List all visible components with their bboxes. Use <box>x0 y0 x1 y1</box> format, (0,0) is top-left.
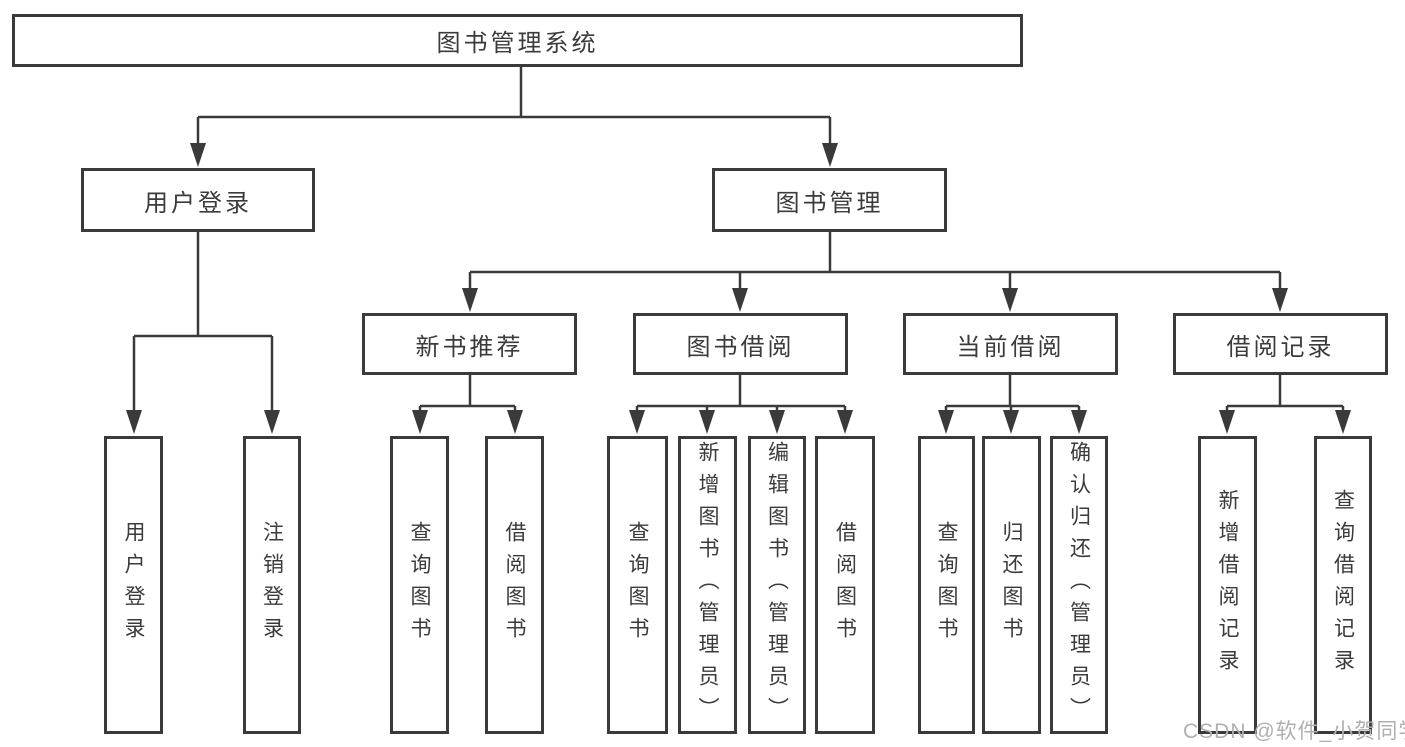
node-label: 新书推荐 <box>415 333 524 361</box>
connector-edge <box>635 375 847 424</box>
node-label: 查询图书 <box>626 521 649 649</box>
arrowhead-icon <box>822 143 838 167</box>
arrowhead-icon <box>629 410 645 434</box>
arrowhead-icon <box>264 410 280 434</box>
node-label: 新增借阅记录 <box>1216 489 1239 681</box>
connector-edge <box>196 67 832 157</box>
node-label: 借阅图书 <box>833 521 857 649</box>
arrowhead-icon <box>1002 288 1018 312</box>
node-br-query-record: 查询借阅记录 <box>1314 436 1372 734</box>
node-bb-borrow-books: 借阅图书 <box>815 436 875 734</box>
node-label: 图书借阅 <box>686 333 795 361</box>
connector-edge <box>418 375 517 424</box>
node-label: 用户登录 <box>122 521 145 649</box>
arrowhead-icon <box>126 410 142 434</box>
node-bb-query-books: 查询图书 <box>607 436 668 734</box>
arrowhead-icon <box>1335 410 1351 434</box>
arrowhead-icon <box>837 410 853 434</box>
node-label: 查询图书 <box>408 521 431 649</box>
arrowhead-icon <box>507 410 523 434</box>
node-current-borrowing: 当前借阅 <box>903 313 1118 375</box>
node-book-borrowing: 图书借阅 <box>633 313 848 375</box>
node-root: 图书管理系统 <box>12 14 1023 67</box>
node-label: 图书管理系统 <box>436 30 599 57</box>
node-label: 确认归还（管理员） <box>1067 441 1091 729</box>
arrowhead-icon <box>462 288 478 312</box>
arrowhead-icon <box>938 410 954 434</box>
node-ul-login: 用户登录 <box>104 436 163 734</box>
node-label: 新增图书（管理员） <box>696 441 719 729</box>
node-label: 编辑图书（管理员） <box>765 441 789 729</box>
arrowhead-icon <box>1219 410 1235 434</box>
node-cb-return-books: 归还图书 <box>982 436 1041 734</box>
node-label: 图书管理 <box>775 189 884 217</box>
arrowhead-icon <box>190 143 206 167</box>
arrowhead-icon <box>769 410 785 434</box>
node-borrowing-records: 借阅记录 <box>1173 313 1388 375</box>
connector-edge <box>1225 375 1345 424</box>
node-user-login: 用户登录 <box>81 168 315 232</box>
arrowhead-icon <box>1272 288 1288 312</box>
node-bb-add-books: 新增图书（管理员） <box>678 436 737 734</box>
node-nb-query-books: 查询图书 <box>390 436 449 734</box>
node-label: 借阅记录 <box>1226 333 1335 361</box>
node-label: 借阅图书 <box>503 521 526 649</box>
node-label: 归还图书 <box>1000 521 1023 649</box>
csdn-watermark: CSDN @软件_小贺同学 <box>1183 720 1405 743</box>
node-cb-query-books: 查询图书 <box>918 436 975 734</box>
node-label: 注销登录 <box>260 521 284 649</box>
node-book-management: 图书管理 <box>712 168 947 232</box>
node-bb-edit-books: 编辑图书（管理员） <box>748 436 806 734</box>
arrowhead-icon <box>732 288 748 312</box>
node-label: 当前借阅 <box>956 333 1065 361</box>
node-ul-logout: 注销登录 <box>243 436 301 734</box>
node-label: 查询借阅记录 <box>1331 489 1355 681</box>
node-cb-confirm-return: 确认归还（管理员） <box>1050 436 1108 734</box>
arrowhead-icon <box>699 410 715 434</box>
node-label: 用户登录 <box>144 189 252 217</box>
node-new-book-recommend: 新书推荐 <box>362 313 577 375</box>
arrowhead-icon <box>412 410 428 434</box>
connector-edge <box>468 232 1282 302</box>
arrowhead-icon <box>1003 410 1019 434</box>
arrowhead-icon <box>1071 410 1087 434</box>
node-label: 查询图书 <box>935 521 958 649</box>
connector-edge <box>944 375 1081 424</box>
node-br-add-record: 新增借阅记录 <box>1198 436 1257 734</box>
node-nb-borrow-books: 借阅图书 <box>485 436 544 734</box>
connector-edge <box>132 232 274 424</box>
